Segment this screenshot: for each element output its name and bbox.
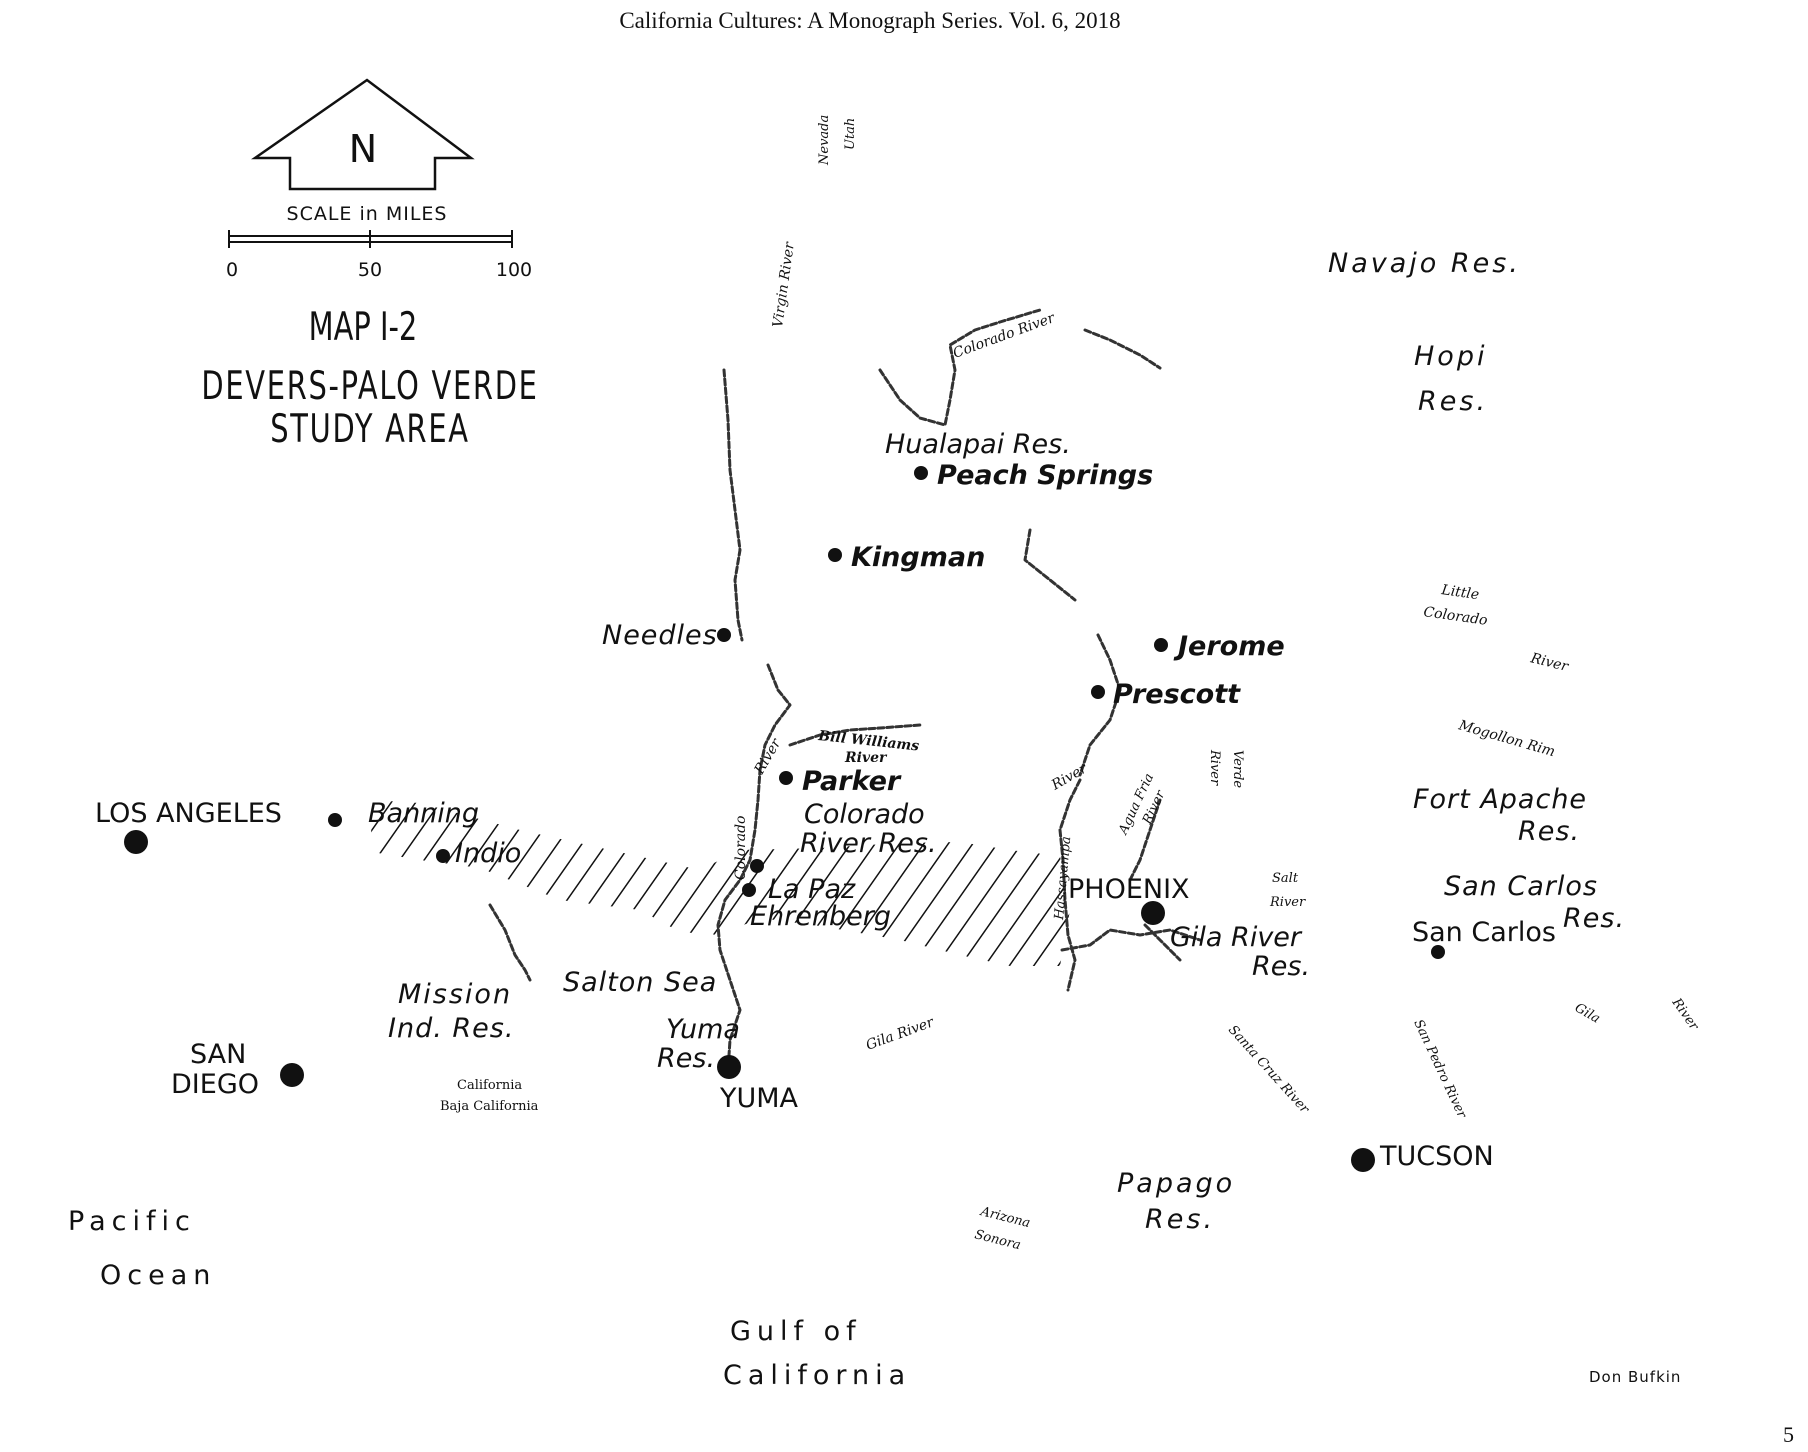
label-salt-river-2: River xyxy=(1269,895,1306,910)
rivers xyxy=(488,308,1202,1072)
label-san-pedro-river: San Pedro River xyxy=(1410,1017,1469,1121)
marker-banning xyxy=(328,813,342,827)
label-gila-east-1: Gila xyxy=(1572,1000,1602,1026)
label-gila-river-res-1: Gila River xyxy=(1170,922,1303,953)
marker-phoenix xyxy=(1141,901,1165,925)
study-area-corridor xyxy=(370,800,1070,966)
label-california: California xyxy=(457,1078,522,1093)
label-la-paz: La Paz xyxy=(768,874,856,905)
north-label: N xyxy=(349,127,377,171)
label-pacific-1: Pacific xyxy=(68,1206,196,1237)
label-river-left: River xyxy=(751,735,785,778)
map-title-line3: STUDY AREA xyxy=(270,407,470,452)
label-ehrenberg: Ehrenberg xyxy=(750,901,891,932)
label-virgin-river: Virgin River xyxy=(770,240,798,329)
label-mission-1: Mission xyxy=(398,979,512,1010)
label-papago-1: Papago xyxy=(1117,1168,1235,1199)
label-yuma: YUMA xyxy=(719,1083,799,1114)
label-yuma-res-1: Yuma xyxy=(666,1014,740,1045)
label-bill-williams-2: River xyxy=(844,750,888,766)
label-papago-2: Res. xyxy=(1145,1204,1215,1235)
map-title-line2: DEVERS-PALO VERDE xyxy=(201,364,538,409)
scale-tick-100: 100 xyxy=(496,259,532,281)
marker-ehrenberg xyxy=(742,883,756,897)
label-arizona: Arizona xyxy=(978,1204,1032,1231)
label-gila-river-res-2: Res. xyxy=(1252,951,1310,982)
label-san-diego-2: DIEGO xyxy=(171,1069,259,1100)
label-hopi-1: Hopi xyxy=(1414,341,1487,372)
marker-la-paz xyxy=(750,859,764,873)
scale-tick-50: 50 xyxy=(358,259,382,281)
label-navajo-res: Navajo Res. xyxy=(1328,248,1521,279)
map-credit: Don Bufkin xyxy=(1589,1368,1681,1386)
marker-needles xyxy=(717,628,731,642)
label-santa-cruz-river: Santa Cruz River xyxy=(1225,1023,1312,1117)
marker-kingman xyxy=(828,548,842,562)
label-gila-east-2: River xyxy=(1668,995,1702,1034)
label-colorado-river-res-1: Colorado xyxy=(804,799,925,830)
map-title-line1: MAP I-2 xyxy=(309,305,418,350)
label-verde-river-1: Verde xyxy=(1230,750,1245,788)
north-arrow-icon: N xyxy=(251,78,475,191)
label-peach-springs: Peach Springs xyxy=(937,460,1153,491)
label-fort-apache-1: Fort Apache xyxy=(1413,784,1587,815)
label-little-colorado-2: Colorado xyxy=(1422,604,1488,629)
label-colorado-river-res-2: River Res. xyxy=(800,828,937,859)
label-phoenix: PHOENIX xyxy=(1068,874,1190,905)
label-hopi-2: Res. xyxy=(1418,386,1488,417)
label-little-colorado-1: Little xyxy=(1439,582,1480,603)
label-hualapai-res: Hualapai Res. xyxy=(885,429,1071,460)
label-sonora: Sonora xyxy=(973,1227,1022,1253)
label-parker: Parker xyxy=(802,766,902,797)
marker-jerome xyxy=(1154,638,1168,652)
page-number: 5 xyxy=(1783,1422,1794,1447)
label-san-diego-1: SAN xyxy=(190,1039,246,1070)
label-little-colorado-3: River xyxy=(1528,650,1571,675)
label-verde-river-2: River xyxy=(1207,749,1222,786)
running-head: California Cultures: A Monograph Series.… xyxy=(619,8,1121,33)
label-jerome: Jerome xyxy=(1173,631,1285,662)
marker-los-angeles xyxy=(124,830,148,854)
city-markers xyxy=(124,466,1445,1172)
marker-san-carlos xyxy=(1431,945,1445,959)
label-yuma-res-2: Res. xyxy=(657,1043,715,1074)
label-salton-sea: Salton Sea xyxy=(563,967,717,998)
label-san-carlos-res-2: Res. xyxy=(1563,903,1625,934)
label-mogollon-rim: Mogollon Rim xyxy=(1456,717,1557,760)
scale-bar: SCALE in MILES 0 50 100 xyxy=(226,203,532,281)
label-gila-river-sw: Gila River xyxy=(864,1014,937,1054)
marker-indio xyxy=(436,849,450,863)
marker-tucson xyxy=(1351,1148,1375,1172)
label-hassayampa: Hassayampa xyxy=(1052,836,1074,922)
label-san-carlos: San Carlos xyxy=(1412,917,1556,948)
label-colorado-vertical: Colorado xyxy=(733,816,749,880)
marker-prescott xyxy=(1091,685,1105,699)
label-kingman: Kingman xyxy=(851,542,985,573)
label-pacific-2: Ocean xyxy=(100,1260,216,1291)
marker-yuma xyxy=(717,1055,741,1079)
label-san-carlos-res-1: San Carlos xyxy=(1444,871,1598,902)
label-indio: Indio xyxy=(455,838,521,869)
label-tucson: TUCSON xyxy=(1379,1141,1494,1172)
label-utah: Utah xyxy=(843,118,858,150)
label-salt-river-1: Salt xyxy=(1272,871,1299,886)
label-prescott: Prescott xyxy=(1113,679,1241,710)
label-nevada: Nevada xyxy=(817,115,832,166)
label-needles: Needles xyxy=(602,620,718,651)
label-gulf-1: Gulf of xyxy=(730,1316,862,1347)
marker-parker xyxy=(779,771,793,785)
label-fort-apache-2: Res. xyxy=(1518,816,1580,847)
label-mission-2: Ind. Res. xyxy=(388,1013,514,1044)
map-title: MAP I-2 DEVERS-PALO VERDE STUDY AREA xyxy=(201,305,538,452)
scale-title: SCALE in MILES xyxy=(287,203,448,225)
label-baja-california: Baja California xyxy=(440,1099,539,1114)
label-banning: Banning xyxy=(368,798,479,829)
scale-tick-0: 0 xyxy=(226,259,238,281)
label-gulf-2: California xyxy=(723,1360,911,1391)
marker-san-diego xyxy=(280,1063,304,1087)
marker-peach-springs xyxy=(914,466,928,480)
label-los-angeles: LOS ANGELES xyxy=(95,798,282,829)
